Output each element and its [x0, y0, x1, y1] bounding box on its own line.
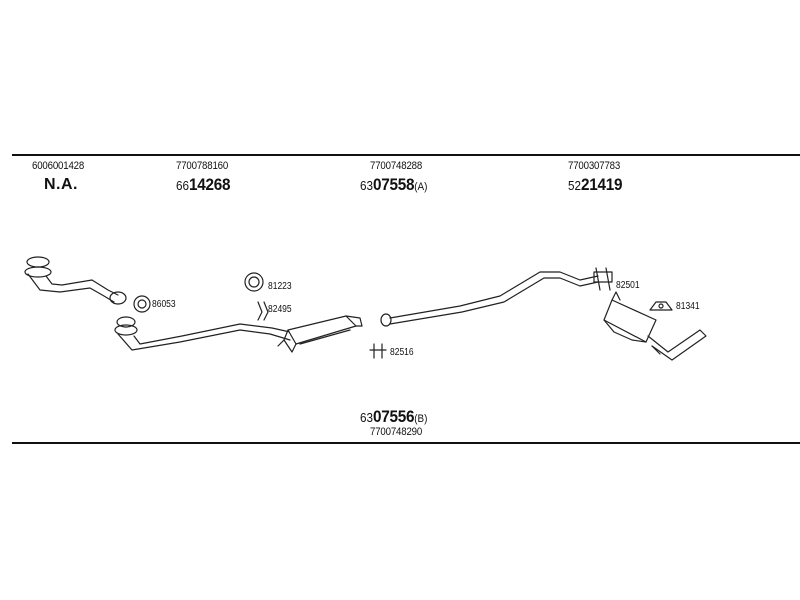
top-divider	[12, 154, 800, 156]
front-downpipe-upper	[24, 256, 127, 305]
rubber-ring-icon	[244, 272, 264, 292]
middle-silencer	[277, 315, 363, 353]
gasket-ring-icon	[133, 295, 151, 313]
oem-number-col2: 7700788160	[176, 160, 229, 172]
rear-silencer	[603, 291, 707, 361]
part-main: 14268	[189, 175, 231, 194]
not-available-label: N.A.	[44, 176, 78, 193]
oem-number-footer: 7700748290	[370, 426, 423, 438]
part-suffix: (A)	[414, 181, 428, 193]
part-label-82516: 82516	[390, 347, 414, 358]
oem-number-col4: 7700307783	[568, 160, 621, 172]
part-number-col2: 6614268	[176, 175, 230, 195]
rubber-mount-icon	[649, 301, 673, 311]
part-prefix: 66	[176, 178, 190, 193]
part-main: 21419	[581, 175, 623, 194]
part-label-82501: 82501	[616, 280, 640, 291]
part-main: 07558	[373, 175, 415, 194]
part-suffix: (B)	[414, 413, 428, 425]
clamp-icon	[257, 301, 269, 321]
part-main: 07556	[373, 407, 415, 426]
part-prefix: 63	[360, 410, 374, 425]
oem-number-col1: 6006001428	[32, 160, 85, 172]
part-label-81341: 81341	[676, 301, 700, 312]
part-number-col3: 6307558(A)	[360, 175, 427, 195]
intermediate-pipe	[380, 271, 599, 327]
oem-number-col3: 7700748288	[370, 160, 423, 172]
part-number-col4: 5221419	[568, 175, 622, 195]
part-label-81223: 81223	[268, 281, 292, 292]
part-number-footer: 6307556(B)	[360, 407, 427, 427]
part-label-86053: 86053	[152, 299, 176, 310]
bottom-divider	[12, 442, 800, 444]
part-prefix: 63	[360, 178, 374, 193]
hanger-icon	[593, 267, 613, 291]
part-label-82495: 82495	[268, 304, 292, 315]
part-prefix: 52	[568, 178, 582, 193]
clamp-icon	[369, 343, 387, 359]
front-downpipe-lower	[114, 316, 291, 351]
